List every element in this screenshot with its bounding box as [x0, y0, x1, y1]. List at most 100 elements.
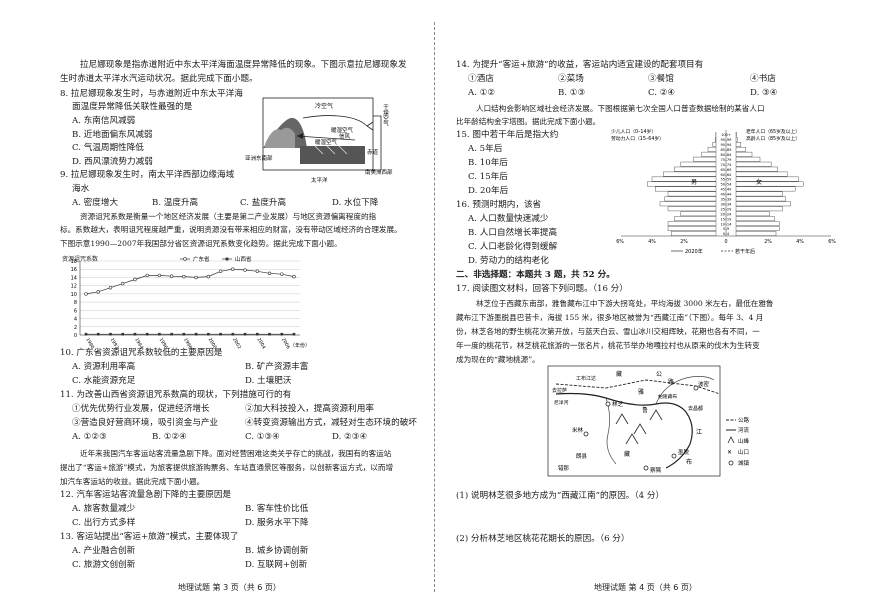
pyramid-bar-male — [674, 166, 717, 172]
q10-stem: 10. 广东省资源诅咒系数较低的主要原因是 — [60, 348, 223, 358]
intro3-line2: 提出了“客运+旅游”模式，为旅客提供旅游购票务、车站直通景区等服务，以创新客运方… — [60, 463, 394, 472]
q13-option-d: D. 互联网+创新 — [245, 560, 308, 570]
pyramid-bar-female — [735, 151, 753, 157]
map-label-gong: 公 — [656, 371, 662, 378]
pyramid-bar-female — [735, 196, 786, 202]
q13-option-c: C. 旅游文创创新 — [72, 560, 136, 570]
pyramid-bar-male — [663, 171, 717, 177]
point-guangdong — [206, 274, 211, 279]
pyramid-bar-female — [735, 231, 777, 236]
pyramid-x-tick: 4% — [648, 239, 656, 245]
q11-item-2: ②加大科技投入，提高资源利用率 — [245, 404, 374, 414]
legend-road: 公路 — [738, 416, 750, 424]
pyramid-bar-male — [659, 201, 717, 207]
pyramid-bar-male — [647, 181, 717, 187]
point-shanxi — [194, 332, 198, 336]
pyramid-x-tick: 6% — [828, 239, 836, 245]
tributary-1 — [605, 397, 617, 465]
pyramid-bar-male — [664, 196, 717, 202]
chart-grid — [79, 260, 300, 336]
intro4-line1: 人口结构会影响区域社会经济发展。下图根据第七次全国人口普查数据绘制的某省人口 — [476, 104, 765, 113]
q17-passage-4: 年一度的桃花节，林芝桃花旅游的一张名片，桃花节举办地嘎拉村也从原来的伐木为生转变 — [456, 341, 760, 350]
map-label-lu2: 鲁 — [642, 406, 648, 414]
q9-stem-2: 海水 — [72, 184, 90, 194]
pyramid-bar-female — [735, 181, 804, 187]
legend-children: 少儿人口（0–14岁） — [611, 128, 656, 135]
intro1-line1: 拉尼娜现象是指赤道附近中东太平洋海面温度异常降低的现象。下图示意拉尼娜现象发 — [80, 60, 407, 70]
pyramid-bar-female — [735, 156, 761, 162]
q12-option-b: B. 客车性价比低 — [245, 504, 309, 514]
map-label-zang: 藏 — [616, 370, 622, 378]
q9-stem-1: 9. 拉尼娜现象发生时，南太平洋西部边缘海域 — [60, 170, 235, 180]
q17-stem: 17. 阅读图文材料，回答下列问题。（16 分） — [456, 284, 628, 294]
chart-y-tick: 2 — [74, 325, 77, 331]
pyramid-age-label: 55–59 — [721, 178, 733, 182]
map-label-milin: 米林 — [572, 426, 584, 434]
pyramid-bar-female — [735, 191, 783, 197]
pyramid-bar-male — [680, 161, 717, 167]
label-pacific: 太平洋 — [311, 176, 328, 184]
pyramid-x-tick: 0 — [724, 239, 727, 245]
q17-sub2: (2) 分析林芝地区桃花花期长的原因。（6 分） — [456, 534, 630, 544]
pyramid-bar-female — [735, 226, 780, 231]
point-guangdong — [218, 269, 223, 273]
q8-option-b: B. 近地面偏东风减弱 — [72, 130, 153, 140]
pyramid-bar-female — [735, 161, 772, 167]
pyramid-age-label: 80–84 — [721, 153, 733, 157]
pyramid-bar-female — [735, 211, 770, 217]
point-shanxi — [292, 332, 296, 336]
pyramid-bar-male — [714, 137, 717, 142]
point-guangdong — [133, 277, 137, 282]
map-label-to-changdu: 去昌都 — [688, 405, 703, 412]
q14-item-2: ②菜场 — [558, 74, 584, 84]
q10-option-d: D. 土壤肥沃 — [245, 376, 292, 386]
q8-stem-2: 面温度异常降低关联性最强的是 — [72, 102, 193, 112]
q8-stem-1: 8. 拉尼娜现象发生时，与赤道附近中东太平洋海 — [60, 89, 243, 99]
q14-item-1: ①酒店 — [468, 74, 494, 84]
q12-stem: 12. 汽车客运站客流量急剧下降的主要原因是 — [60, 490, 232, 500]
legend-guangdong: 广东省 — [193, 255, 210, 263]
pyramid-age-label: 90–94 — [721, 143, 733, 147]
map-label-motuo: 墨脱 — [678, 448, 690, 456]
map-label-gongbu: 工布江达 — [576, 375, 596, 382]
pyramid-bar-female — [735, 171, 788, 177]
legend-marker-shanxi — [225, 257, 229, 261]
pyramid-x-tick: 2% — [764, 239, 772, 245]
pyramid-age-label: 30–34 — [721, 202, 733, 206]
map-legend: 公路 河流 山峰 ✕ 山口 城镇 — [726, 416, 750, 467]
legend-town-symbol — [728, 460, 734, 466]
chart-y-tick: 4 — [74, 317, 77, 323]
q17-sub1: (1) 说明林芝很多地方成为“西藏江南”的原因。（4 分） — [456, 491, 665, 501]
q17-passage-3: 份，林芝各地的野生桃花次第开放，与蓝天白云、雪山冰川交相辉映，花期也各有不同，一 — [456, 327, 760, 336]
label-female: 女 — [756, 178, 762, 186]
q9-option-d: D. 水位下降 — [332, 198, 379, 208]
pyramid-bar-female — [735, 216, 775, 222]
pyramid-bar-male — [651, 176, 717, 182]
population-pyramid: 少儿人口（0–14岁） 劳动力人口（15–64岁） 老年人口（65岁及以上） 高… — [611, 128, 836, 255]
point-shanxi — [121, 332, 125, 336]
pyramid-bar-male — [712, 142, 717, 147]
q9-option-b: B. 温度升高 — [152, 198, 199, 208]
label-cold-air: 冷空气 — [315, 102, 333, 110]
point-guangdong — [292, 274, 296, 279]
pyramid-bar-male — [671, 231, 717, 236]
diagram-frame — [262, 97, 374, 171]
q13-option-b: B. 城乡协调创新 — [245, 546, 309, 556]
map-label-lu: 路 — [668, 378, 674, 386]
chart-xlabel: （年份） — [290, 342, 310, 349]
q8-option-d: D. 西风漂流势力减弱 — [72, 157, 153, 167]
point-shanxi — [219, 332, 222, 336]
q15-option-a: A. 5年后 — [468, 144, 503, 154]
point-guangdong — [255, 269, 259, 273]
pyramid-x-tick: 6% — [616, 239, 624, 245]
ocean-hatch — [314, 145, 348, 155]
town-milin — [583, 431, 589, 437]
air-arrow-head — [366, 121, 374, 131]
chart-x-tick: 2002 — [231, 337, 242, 350]
point-guangdong — [267, 271, 272, 276]
town-chayu — [643, 465, 649, 471]
map-label-zang2: 藏 — [624, 450, 630, 458]
pyramid-bar-female — [735, 166, 778, 172]
